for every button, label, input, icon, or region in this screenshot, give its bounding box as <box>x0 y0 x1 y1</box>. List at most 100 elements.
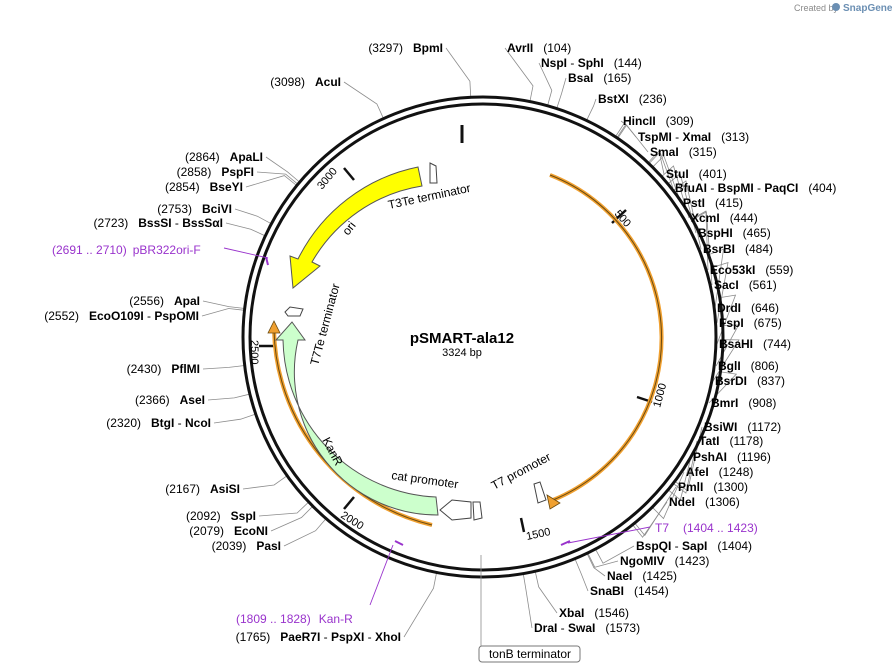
restriction-site-label: SmaI(315) <box>650 145 717 159</box>
site-leader-line <box>673 440 698 494</box>
site-leader-line <box>245 175 297 188</box>
plasmid-length: 3324 bp <box>442 347 482 359</box>
site-leader-line <box>523 574 533 629</box>
restriction-site-label: (2079)EcoNI <box>189 524 268 538</box>
restriction-site-label: DrdI(646) <box>717 301 779 315</box>
t7-promoter-label: T7 promoter <box>489 450 553 493</box>
restriction-site-label: (2320)BtgI - NcoI <box>106 416 211 430</box>
restriction-site-label: BglI(806) <box>718 359 779 373</box>
snapgene-logo-icon <box>832 3 840 11</box>
site-leader-line <box>538 62 553 106</box>
primer-kanr-leader <box>369 544 394 606</box>
cat-promoter-feature <box>439 499 472 521</box>
restriction-site-label: TspMI - XmaI(313) <box>638 130 749 144</box>
restriction-site-label: DraI - SwaI(1573) <box>534 621 640 635</box>
tick-label-2500: 2500 <box>248 340 260 364</box>
backbone-outer-strand <box>241 95 725 579</box>
restriction-site-label: NgoMIV(1423) <box>620 554 709 568</box>
restriction-site-label: AvrII(104) <box>507 41 571 55</box>
primer-pbr-leader <box>223 247 269 259</box>
site-leader-line <box>202 365 244 370</box>
restriction-site-label: BsrDI(837) <box>715 374 785 388</box>
restriction-site-label: PmlI(1300) <box>678 480 748 494</box>
restriction-site-label: BstXI(236) <box>598 92 667 106</box>
restriction-site-label: (2854)BseYI <box>165 180 243 194</box>
credit-prefix: Created by <box>794 3 839 13</box>
tonb-terminator-box <box>478 645 581 663</box>
cat-promoter-tail <box>472 501 483 521</box>
insert-arc-right-core <box>549 174 663 501</box>
site-leader-line <box>445 47 472 97</box>
insert-arc-right <box>549 173 664 502</box>
restriction-site-label: BsrBI(484) <box>703 242 773 256</box>
site-leader-line <box>652 471 685 520</box>
t7te-label: T7Te terminator <box>307 282 342 367</box>
site-leader-line <box>283 519 326 547</box>
primer-kanr-label: (1809 .. 1828)Kan-R <box>236 612 353 626</box>
site-leader-line <box>270 506 313 532</box>
restriction-site-label: TatI(1178) <box>699 434 763 448</box>
restriction-site-label: BsiWI(1172) <box>704 420 781 434</box>
restriction-site-label: NdeI(1306) <box>669 495 740 509</box>
site-leader-line <box>649 151 674 189</box>
plasmid-name: pSMART-ala12 <box>410 330 514 347</box>
restriction-site-label: PstI(415) <box>683 196 743 210</box>
restriction-site-label: (3098)AcuI <box>270 75 341 89</box>
restriction-site-label: NspI - SphI(144) <box>541 56 642 70</box>
restriction-site-label: (2552)EcoO109I - PspOMI <box>44 309 199 323</box>
site-leader-line <box>662 165 690 219</box>
site-leader-line <box>258 502 309 517</box>
restriction-site-label: (2723)BssSI - BssSαI <box>94 216 223 230</box>
restriction-site-label: SnaBI(1454) <box>590 584 669 598</box>
restriction-site-label: BsaI(165) <box>568 71 631 85</box>
site-leader-line <box>574 559 589 592</box>
restriction-site-label: BspHI(465) <box>698 226 771 240</box>
restriction-site-label: (2366)AseI <box>135 393 205 407</box>
site-leader-line <box>587 553 619 568</box>
restriction-site-label: (2092)SspI <box>186 509 256 523</box>
restriction-site-label: BspQI - SapI(1404) <box>636 539 752 553</box>
kanr-feature <box>274 321 439 516</box>
site-leader-line <box>617 124 649 153</box>
restriction-site-label: AfeI(1248) <box>686 465 753 479</box>
restriction-site-label: (3297)BpmI <box>368 41 443 55</box>
t7-promoter-feature <box>533 481 547 504</box>
primer-pbr-label: (2691 .. 2710)pBR322ori-F <box>52 243 201 257</box>
site-leader-line <box>504 47 534 101</box>
tonb-terminator-label: tonB terminator <box>489 647 571 661</box>
restriction-site-label: StuI(401) <box>666 167 727 181</box>
insert-arrowhead-left <box>267 320 281 334</box>
primer-t7-mark <box>560 540 571 546</box>
site-leader-line <box>648 150 665 175</box>
site-leader-line <box>234 208 271 224</box>
restriction-site-label: HincII(309) <box>623 114 694 128</box>
primer-kanr-mark <box>394 540 404 546</box>
restriction-site-label: (2039)PasI <box>212 539 281 553</box>
restriction-site-label: (2430)PflMI <box>127 362 200 376</box>
site-leader-line <box>207 393 249 401</box>
site-leader-line <box>653 155 682 204</box>
t3te-terminator-feature <box>429 162 438 184</box>
restriction-site-label: (2753)BciVI <box>157 202 232 216</box>
primer-t7-label: T7(1404 .. 1423) <box>655 521 758 535</box>
site-leader-lines <box>201 47 740 638</box>
site-leader-line <box>535 572 558 614</box>
restriction-site-label: (2556)ApaI <box>129 294 200 308</box>
site-leader-line <box>668 172 697 234</box>
primer-t7-leader <box>567 526 651 544</box>
site-leader-line <box>668 456 692 501</box>
restriction-site-label: (1765)PaeR7I - PspXI - XhoI <box>236 630 401 644</box>
restriction-site-label: (2167)AsiSI <box>165 482 240 496</box>
tick-label-1500: 1500 <box>525 526 551 543</box>
tick-label-3000: 3000 <box>315 165 340 191</box>
site-leader-line <box>343 81 384 118</box>
site-leader-line <box>201 308 244 317</box>
site-leader-line <box>213 414 255 424</box>
insert-arc-left-core <box>273 329 433 526</box>
site-leader-line <box>708 371 738 404</box>
backbone-inner-strand <box>248 102 718 572</box>
restriction-site-label: (2858)PspFI <box>177 165 254 179</box>
restriction-site-label: XbaI(1546) <box>559 606 629 620</box>
restriction-site-label: FspI(675) <box>719 316 782 330</box>
restriction-site-label: Eco53kI(559) <box>710 263 793 277</box>
